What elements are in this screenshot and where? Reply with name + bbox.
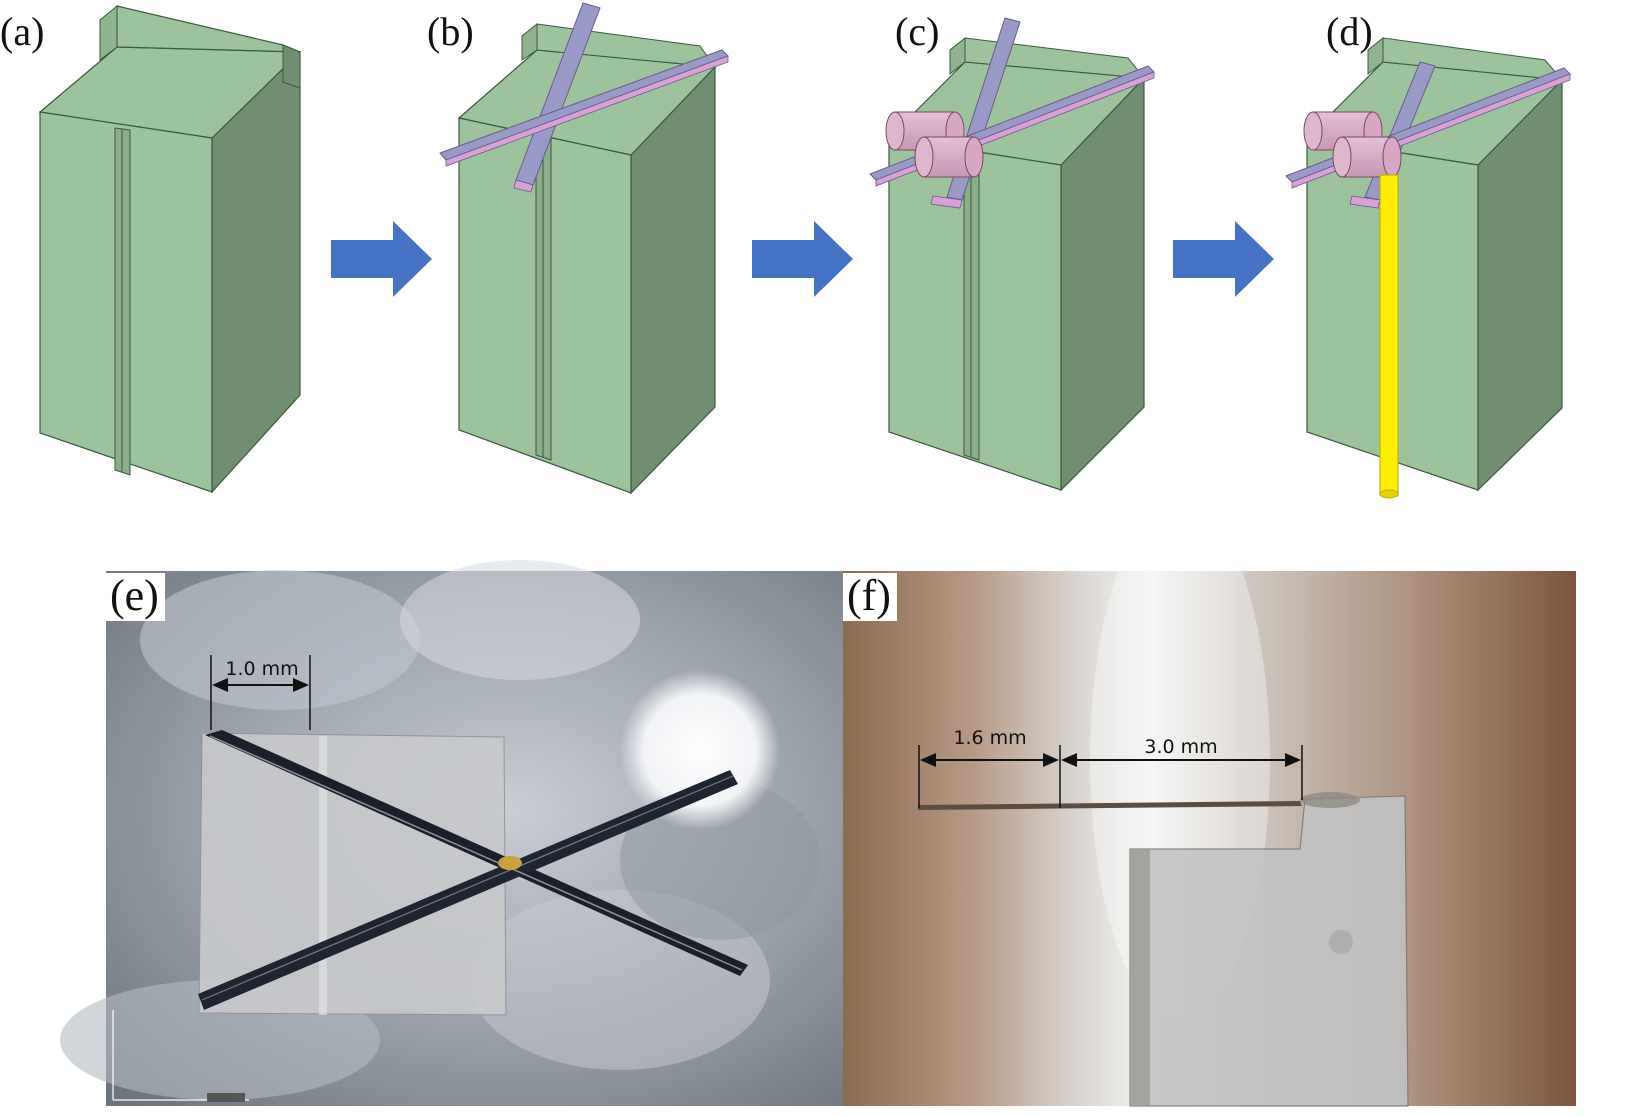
block-c xyxy=(887,36,1146,492)
dimension-f-right-label: 3.0 mm xyxy=(1144,736,1217,758)
rollers-d xyxy=(1303,111,1402,178)
block-d xyxy=(1305,36,1564,492)
arrow-right-icon xyxy=(752,221,853,297)
rollers-c xyxy=(885,111,984,178)
photo-f xyxy=(843,500,1576,1107)
strip-b-2 xyxy=(439,49,729,167)
panel-label-f: (f) xyxy=(843,572,897,622)
panel-label-e: (e) xyxy=(106,572,165,622)
dimension-e-label: 1.0 mm xyxy=(225,658,298,680)
panel-label-d: (d) xyxy=(1326,9,1373,54)
block-b xyxy=(457,22,717,495)
arrow-right-icon xyxy=(331,221,432,297)
panel-label-c: (c) xyxy=(895,9,940,54)
block-a xyxy=(38,4,302,494)
arrow-right-icon xyxy=(1173,221,1274,297)
dimension-f-left-label: 1.6 mm xyxy=(953,727,1026,749)
panel-label-a: (a) xyxy=(0,9,45,54)
yellow-rod xyxy=(1379,174,1399,499)
photo-e xyxy=(60,560,843,1106)
panel-label-b: (b) xyxy=(427,9,474,54)
